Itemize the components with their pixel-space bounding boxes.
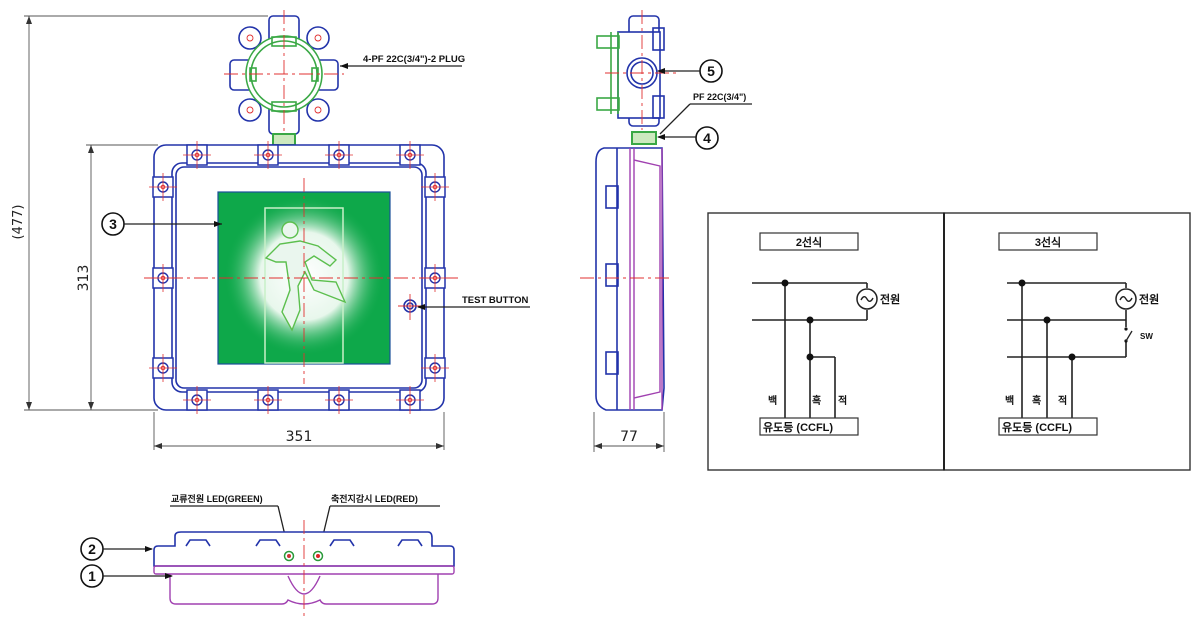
svg-text:4: 4 (703, 130, 711, 146)
plug-label: 4-PF 22C(3/4")-2 PLUG (363, 54, 465, 65)
svg-text:백: 백 (1005, 394, 1014, 407)
mounting-lug (183, 386, 211, 414)
mounting-lug (183, 141, 211, 169)
wiring-3-title: 3선식 (1035, 235, 1061, 249)
mounting-lug (396, 386, 424, 414)
svg-text:5: 5 (707, 63, 715, 79)
body-height-label: 313 (76, 265, 92, 292)
front-view: (477) 313 351 (11, 10, 530, 450)
svg-text:적: 적 (1058, 394, 1067, 407)
led-red-label: 축전지감시 LED(RED) (331, 493, 418, 504)
wiring-3-wire: 3선식 전원 SW 백 흑 적 유도 (998, 232, 1159, 436)
side-view: 77 5 PF 22C(3/4") 4 (580, 10, 752, 452)
wiring-2-title: 2선식 (796, 235, 822, 249)
switch-icon (1124, 327, 1133, 343)
callout-2: 2 (80, 537, 153, 561)
junction-box (224, 10, 344, 146)
dimension-body-height: 313 (24, 144, 158, 411)
svg-text:흑: 흑 (1032, 394, 1041, 407)
dimension-overall-height: (477) (11, 15, 268, 410)
svg-text:흑: 흑 (812, 394, 821, 407)
side-housing (580, 147, 672, 411)
conduit-callout: PF 22C(3/4") (659, 92, 752, 135)
side-junction-box (596, 10, 680, 145)
svg-text:SW: SW (1140, 332, 1153, 341)
mounting-lug (421, 354, 449, 382)
svg-text:2: 2 (88, 541, 96, 557)
test-button: TEST BUTTON (398, 294, 530, 320)
mounting-lug (325, 386, 353, 414)
wiring-diagrams: 2선식 전원 백 흑 적 유도등 (CCFL) 3선식 (707, 212, 1191, 471)
mounting-lug (149, 173, 177, 201)
mounting-lug (421, 173, 449, 201)
mounting-lugs (149, 141, 449, 414)
depth-label: 77 (620, 429, 638, 445)
running-man-icon (264, 221, 347, 332)
plug-callout: 4-PF 22C(3/4")-2 PLUG (340, 54, 465, 69)
led-green-label: 교류전원 LED(GREEN) (171, 493, 263, 504)
callout-4: 4 (657, 126, 719, 150)
svg-text:백: 백 (768, 394, 777, 407)
callout-3: 3 (101, 212, 222, 236)
dimension-width: 351 (153, 412, 445, 450)
wiring-2-wire: 2선식 전원 백 흑 적 유도등 (CCFL) (752, 232, 900, 436)
svg-text:유도등 (CCFL): 유도등 (CCFL) (1002, 421, 1072, 434)
test-button-label: TEST BUTTON (462, 295, 528, 306)
svg-text:1: 1 (88, 568, 96, 584)
dimension-depth: 77 (593, 412, 665, 452)
mounting-lug (254, 141, 282, 169)
svg-text:3: 3 (109, 216, 117, 232)
svg-text:전원: 전원 (1139, 292, 1159, 306)
bottom-view: 교류전원 LED(GREEN) 축전지감시 LED(RED) 2 (80, 493, 455, 616)
conduit-label: PF 22C(3/4") (693, 92, 746, 102)
mounting-lug (149, 354, 177, 382)
callout-5: 5 (657, 59, 723, 83)
mounting-lug (325, 141, 353, 169)
callout-1: 1 (80, 564, 173, 588)
mounting-lug (396, 141, 424, 169)
svg-text:전원: 전원 (880, 292, 900, 306)
svg-text:유도등 (CCFL): 유도등 (CCFL) (763, 421, 833, 434)
overall-height-label: (477) (11, 205, 26, 240)
svg-text:적: 적 (838, 394, 847, 407)
width-label: 351 (286, 429, 313, 445)
mounting-lug (254, 386, 282, 414)
exit-sign-panel (217, 178, 391, 384)
